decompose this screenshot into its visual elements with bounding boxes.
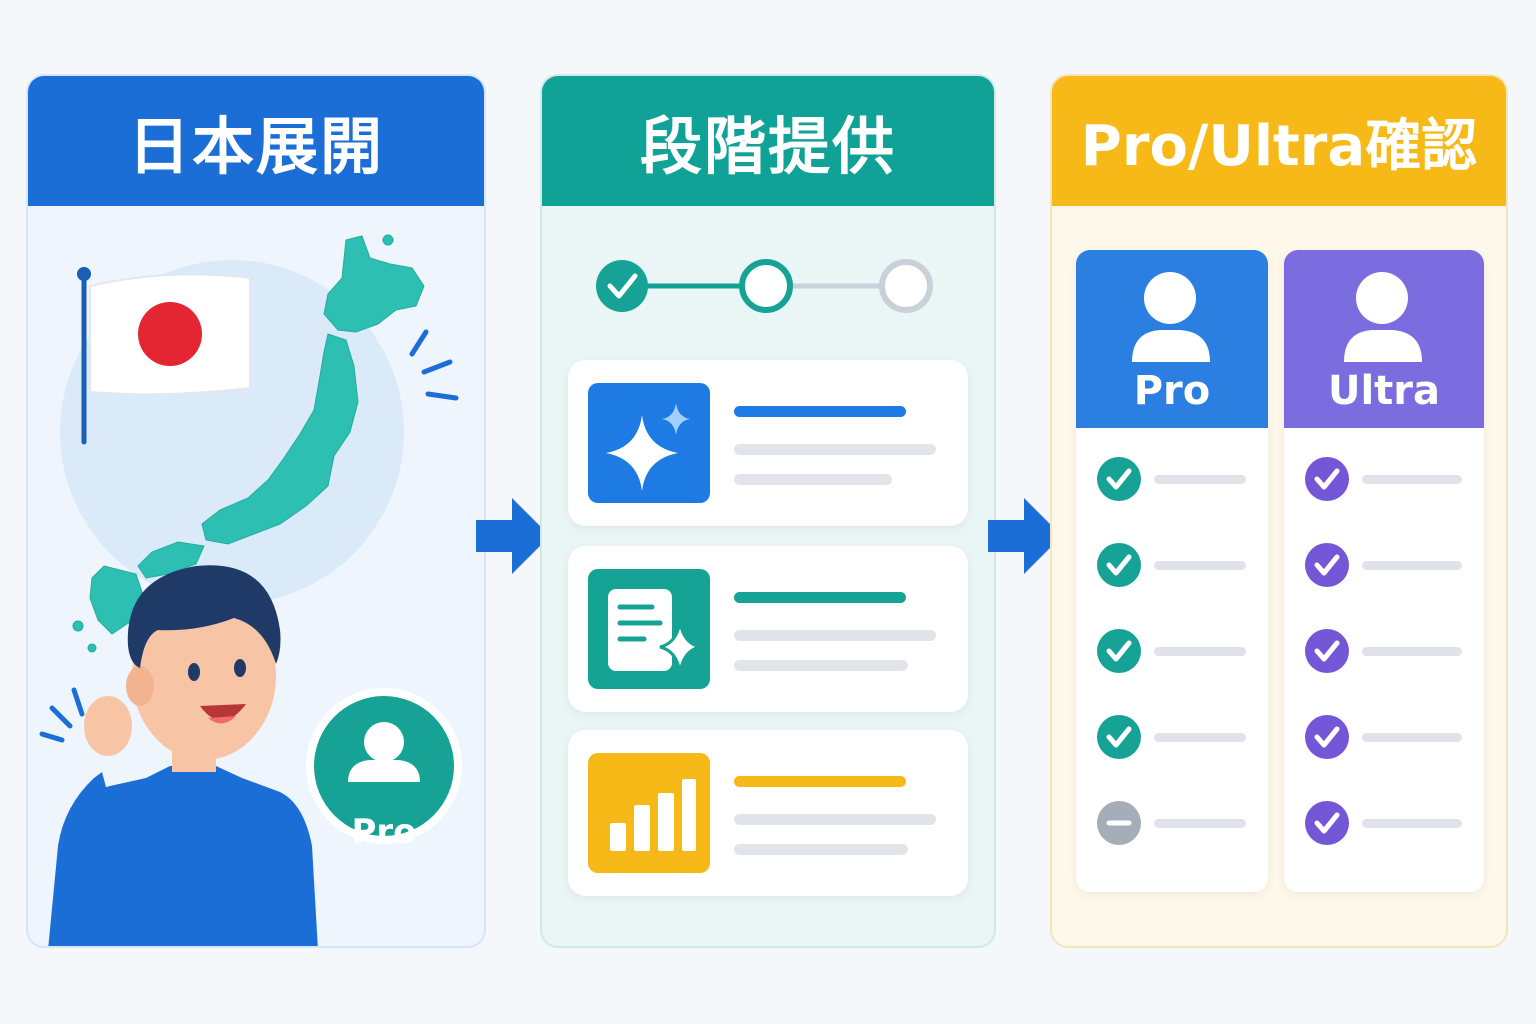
plan-card-ultra: Ultra bbox=[1284, 250, 1484, 892]
japan-flag-icon bbox=[77, 267, 251, 445]
check-circle-icon bbox=[1097, 543, 1141, 587]
feature-card-3-line bbox=[734, 844, 908, 855]
step-current-icon bbox=[739, 259, 793, 313]
panel-japan-launch-body: Pro bbox=[28, 206, 484, 946]
feature-card-2-title-bar bbox=[734, 592, 906, 603]
check-circle-icon bbox=[1305, 457, 1349, 501]
plan-label-pro: Pro bbox=[1133, 368, 1211, 414]
feature-row-line bbox=[1154, 561, 1246, 570]
feature-row-line bbox=[1154, 647, 1246, 656]
feature-row bbox=[1076, 454, 1268, 504]
feature-row bbox=[1284, 540, 1484, 590]
panel-pro-ultra-check-body: Pro bbox=[1052, 206, 1506, 946]
check-circle-icon bbox=[1097, 629, 1141, 673]
feature-row-line bbox=[1362, 561, 1462, 570]
feature-card-2-line bbox=[734, 630, 936, 641]
panel-pro-ultra-check-title: Pro/Ultra確認 bbox=[1080, 113, 1478, 179]
feature-row-line bbox=[1362, 475, 1462, 484]
feature-row bbox=[1076, 712, 1268, 762]
panel-staged-rollout-body bbox=[542, 206, 994, 946]
step-complete-icon bbox=[596, 260, 648, 312]
plan-card-pro-header: Pro bbox=[1076, 250, 1268, 428]
feature-row-line bbox=[1362, 647, 1462, 656]
feature-row bbox=[1284, 712, 1484, 762]
japan-illustration bbox=[39, 234, 462, 946]
sparkle-icon bbox=[588, 383, 710, 503]
feature-row-line bbox=[1362, 733, 1462, 742]
user-icon bbox=[1344, 272, 1422, 362]
user-icon bbox=[364, 722, 404, 762]
check-circle-icon bbox=[1097, 457, 1141, 501]
check-circle-icon bbox=[1305, 715, 1349, 759]
minus-circle-icon bbox=[1097, 801, 1141, 845]
feature-row-line bbox=[1362, 819, 1462, 828]
feature-row bbox=[1284, 798, 1484, 848]
check-circle-icon bbox=[1305, 801, 1349, 845]
happy-person-icon bbox=[48, 565, 318, 946]
panel-japan-launch-title: 日本展開 bbox=[127, 110, 384, 183]
feature-row-line bbox=[1154, 819, 1246, 828]
feature-row-line bbox=[1154, 733, 1246, 742]
check-circle-icon bbox=[1305, 543, 1349, 587]
feature-card-1-line bbox=[734, 444, 936, 455]
progress-stepper bbox=[596, 259, 933, 313]
panel-japan-launch-header: 日本展開 bbox=[28, 76, 484, 206]
feature-row bbox=[1076, 626, 1268, 676]
panel-staged-rollout-header: 段階提供 bbox=[542, 76, 994, 206]
feature-row-line bbox=[1154, 475, 1246, 484]
check-circle-icon bbox=[1097, 715, 1141, 759]
feature-row bbox=[1284, 626, 1484, 676]
pro-badge bbox=[306, 688, 462, 844]
plan-card-ultra-header: Ultra bbox=[1284, 250, 1484, 428]
plan-label-ultra: Ultra bbox=[1327, 368, 1441, 414]
feature-card-3-title-bar bbox=[734, 776, 906, 787]
plan-card-pro: Pro bbox=[1076, 250, 1268, 892]
feature-card-1-title-bar bbox=[734, 406, 906, 417]
pro-badge-label: Pro bbox=[351, 812, 417, 852]
document-sparkle-icon bbox=[588, 569, 710, 689]
panel-japan-launch: 日本展開 bbox=[26, 74, 486, 948]
feature-card-2 bbox=[568, 546, 968, 712]
feature-row bbox=[1076, 798, 1268, 848]
excitement-lines-icon bbox=[39, 329, 459, 743]
feature-card-3-line bbox=[734, 814, 936, 825]
feature-card-1-line bbox=[734, 474, 892, 485]
step-upcoming-icon bbox=[879, 259, 933, 313]
feature-card-2-line bbox=[734, 660, 908, 671]
bar-chart-icon bbox=[588, 753, 710, 873]
check-circle-icon bbox=[1305, 629, 1349, 673]
feature-row bbox=[1284, 454, 1484, 504]
feature-row bbox=[1076, 540, 1268, 590]
feature-card-1 bbox=[568, 360, 968, 526]
panel-pro-ultra-check: Pro/Ultra確認 Pro bbox=[1050, 74, 1508, 948]
panel-pro-ultra-check-header: Pro/Ultra確認 bbox=[1052, 76, 1506, 206]
panel-staged-rollout-title: 段階提供 bbox=[639, 110, 896, 183]
arrow-right-icon bbox=[988, 498, 1062, 574]
feature-card-3 bbox=[568, 730, 968, 896]
arrow-right-icon bbox=[476, 498, 550, 574]
raised-fist bbox=[84, 696, 132, 756]
panel-staged-rollout: 段階提供 bbox=[540, 74, 996, 948]
user-icon bbox=[1132, 272, 1210, 362]
